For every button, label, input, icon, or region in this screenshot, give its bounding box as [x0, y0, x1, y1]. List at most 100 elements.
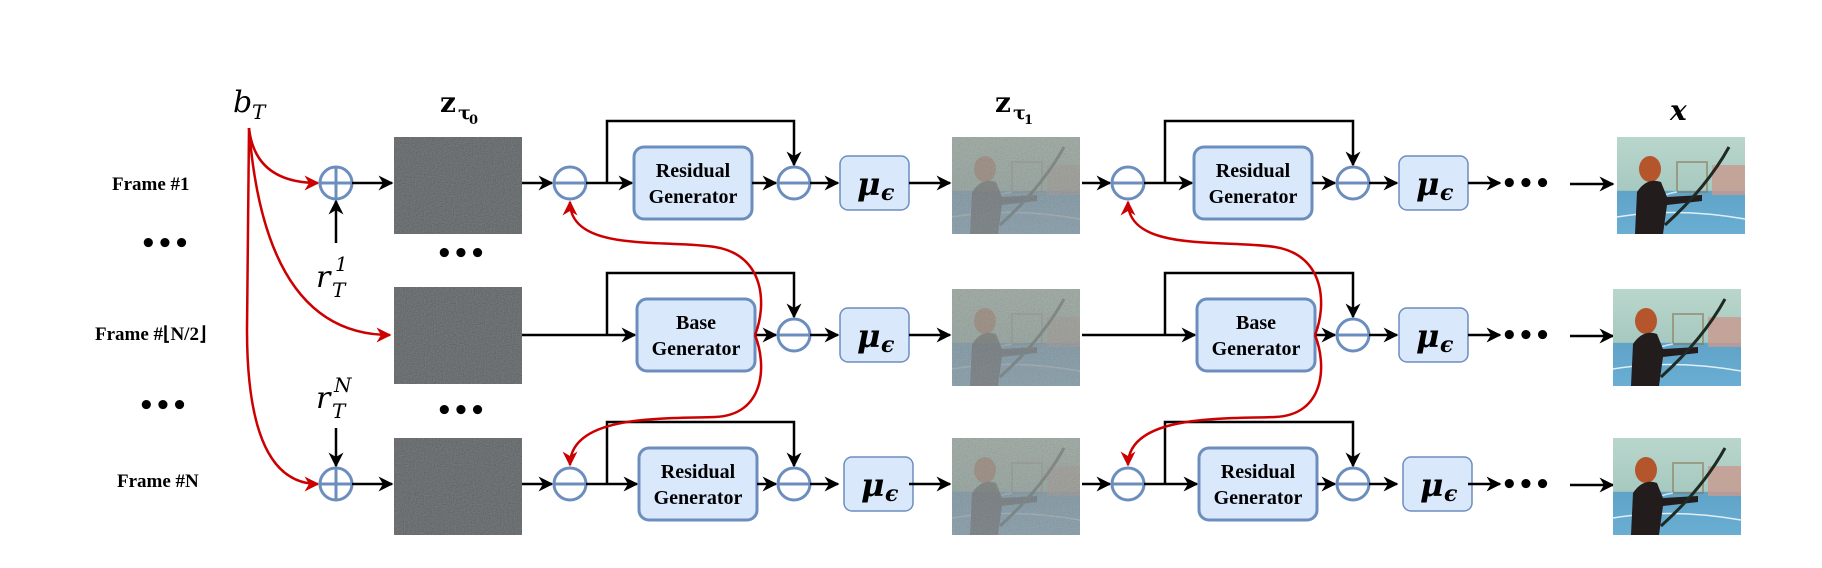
mu-symbol: μ [1416, 165, 1439, 203]
sub-node-out-frame-mid-stage2 [1335, 317, 1371, 353]
skip-connection-frameN-stage2 [1163, 420, 1361, 484]
svg-text:T: T [332, 399, 347, 423]
svg-text:b: b [233, 85, 252, 120]
generator-label-line: Residual [656, 160, 731, 182]
frame-label-mid: Frame #⌊N/2⌋ [95, 324, 206, 345]
svg-text:1: 1 [1024, 113, 1033, 128]
ellipsis-left-2: ••• [138, 391, 188, 421]
output-image-frameN [1611, 436, 1743, 537]
generator-label-line: Residual [1216, 160, 1291, 182]
ztau1-image-frame-mid [950, 287, 1082, 388]
add-node-frameN [318, 466, 354, 502]
svg-text:r: r [316, 381, 332, 416]
svg-text:T: T [332, 278, 347, 302]
ellipsis-left-1: ••• [140, 229, 190, 259]
svg-text:r: r [316, 260, 332, 295]
ellipsis-stage-frameN: ••• [1501, 470, 1551, 500]
ztau1-image-frameN [950, 436, 1082, 537]
sub-node-in-frameN-stage2 [1110, 466, 1146, 502]
base-link-to-frame1-stage2 [1120, 200, 1323, 336]
ellipsis-z0-1: ••• [436, 239, 486, 269]
sub-node-out-frame-mid-stage1 [776, 317, 812, 353]
svg-text:τ: τ [1013, 102, 1026, 124]
b-T-label: b T [233, 85, 267, 124]
z-tau1-label: z τ 1 [995, 86, 1033, 128]
skip-connection-frame-mid-stage1 [605, 271, 802, 335]
generator-label-line: Generator [654, 487, 743, 509]
svg-text:T: T [252, 100, 267, 124]
ztau1-image-frame1 [950, 135, 1082, 236]
mu-symbol: μ [861, 466, 884, 504]
noise-image-frameN [394, 438, 522, 535]
sub-node-in-frame1-stage2 [1110, 165, 1146, 201]
svg-text:1: 1 [335, 252, 348, 276]
epsilon-subscript: ϵ [1444, 481, 1458, 507]
mu-symbol: μ [1420, 466, 1443, 504]
mu-symbol: μ [857, 317, 880, 355]
generator-label-line: Generator [652, 338, 741, 360]
output-image-frame1 [1615, 135, 1747, 236]
svg-text:0: 0 [469, 113, 478, 128]
svg-text:N: N [333, 373, 353, 397]
sub-node-out-frameN-stage1 [776, 466, 812, 502]
mu-symbol: μ [857, 165, 880, 203]
sub-node-out-frame1-stage1 [776, 165, 812, 201]
epsilon-subscript: ϵ [1440, 180, 1454, 206]
epsilon-subscript: ϵ [881, 180, 895, 206]
generator-label-line: Residual [661, 461, 736, 483]
r-T-1-label: r T 1 [316, 252, 348, 302]
sub-node-in-frameN-stage1 [552, 466, 588, 502]
svg-text:z: z [995, 86, 1011, 119]
svg-text:z: z [440, 86, 456, 119]
skip-connection-frameN-stage1 [605, 420, 802, 484]
z-tau0-label: z τ 0 [440, 86, 478, 128]
mu-symbol: μ [1416, 317, 1439, 355]
sub-node-out-frame1-stage2 [1335, 165, 1371, 201]
bT-link-frame-mid [247, 127, 392, 343]
sub-node-in-frame1-stage1 [552, 165, 588, 201]
sub-node-out-frameN-stage2 [1335, 466, 1371, 502]
skip-connection-frame1-stage1 [605, 119, 802, 183]
bT-link-frame1 [247, 127, 320, 191]
r-T-N-label: r T N [316, 373, 353, 423]
generator-label-line: Residual [1221, 461, 1296, 483]
base-link-to-frame1-stage1 [562, 200, 763, 336]
generator-label-line: Generator [1214, 487, 1303, 509]
epsilon-subscript: ϵ [885, 481, 899, 507]
output-image-frame-mid [1611, 287, 1743, 388]
base-link-to-frameN-stage1 [562, 334, 763, 467]
generator-label-line: Generator [1212, 338, 1301, 360]
skip-connection-frame-mid-stage2 [1163, 271, 1361, 335]
noise-image-frame1 [394, 137, 522, 234]
generator-label-line: Base [676, 312, 716, 334]
frame-label-N: Frame #N [117, 471, 199, 492]
generator-label-line: Generator [1209, 186, 1298, 208]
skip-connection-frame1-stage2 [1163, 119, 1361, 183]
noise-image-frame-mid [394, 287, 522, 384]
epsilon-subscript: ϵ [881, 332, 895, 358]
generator-label-line: Generator [649, 186, 738, 208]
frame-label-1: Frame #1 [112, 174, 190, 195]
ellipsis-stage-frame1: ••• [1501, 169, 1551, 199]
bT-link-frameN [245, 127, 320, 492]
generator-label-line: Base [1236, 312, 1276, 334]
base-link-to-frameN-stage2 [1120, 334, 1323, 467]
ellipsis-stage-frame-mid: ••• [1501, 321, 1551, 351]
epsilon-subscript: ϵ [1440, 332, 1454, 358]
ellipsis-z0-2: ••• [436, 396, 486, 426]
add-node-frame1 [318, 165, 354, 201]
svg-text:τ: τ [458, 102, 471, 124]
